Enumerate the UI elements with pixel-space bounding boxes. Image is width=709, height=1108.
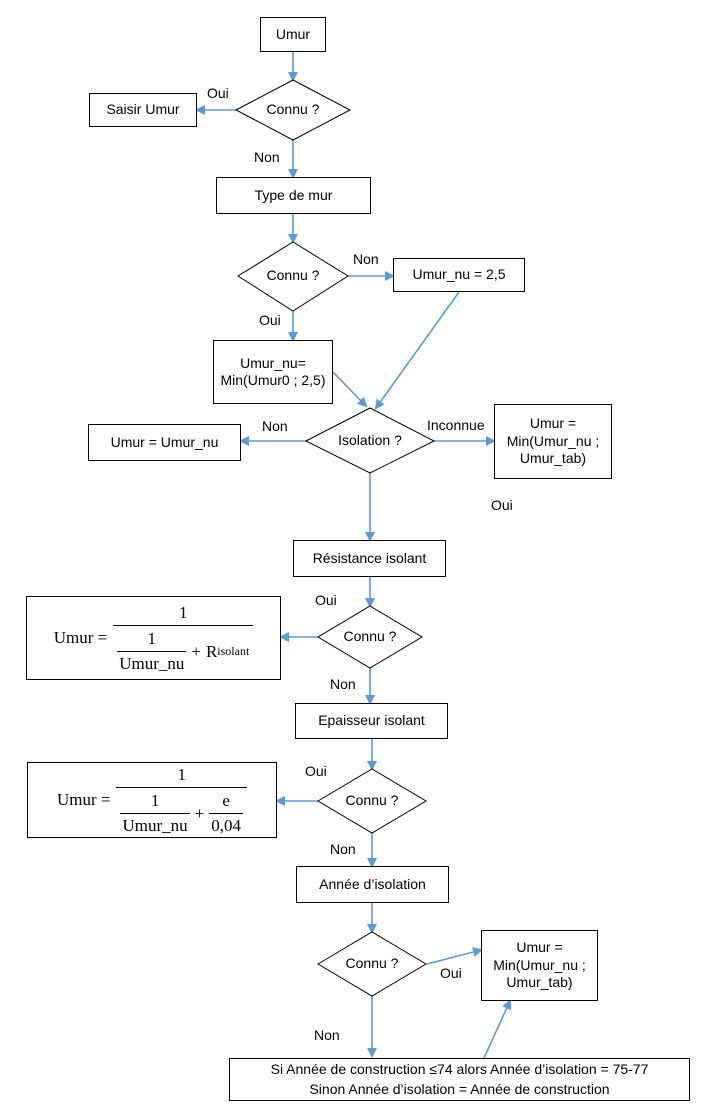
decision-q4-text: Connu ? — [345, 792, 399, 808]
formula2-denominator: 1 Umur_nu + e 0,04 — [116, 787, 247, 836]
saisir-umur-box: Saisir Umur — [89, 93, 197, 127]
formula2-e-den: 0,04 — [209, 812, 243, 836]
formula2-numerator: 1 — [177, 765, 186, 785]
resistance-isolant-text: Résistance isolant — [312, 549, 427, 566]
label-q4-oui: Oui — [305, 763, 327, 779]
resistance-isolant-box: Résistance isolant — [293, 540, 446, 577]
umur-nu-min-box: Umur_nu= Min(Umur0 ; 2,5) — [213, 340, 333, 404]
umur-nu-default-text: Umur_nu = 2,5 — [412, 266, 506, 283]
rule-box: Si Année de construction ≤74 alors Année… — [229, 1058, 690, 1101]
min-tab-b-line2: Min(Umur_nu ; — [493, 956, 586, 973]
formula1-r-sub: isolant — [217, 643, 250, 658]
formula1-inner-fraction: 1 Umur_nu — [117, 628, 187, 674]
arrow-default-to-isolation — [374, 291, 460, 410]
epaisseur-isolant-text: Epaisseur isolant — [318, 712, 425, 729]
label-q5-non: Non — [314, 1027, 340, 1043]
umur-eq-nu-box: Umur = Umur_nu — [88, 424, 241, 461]
min-tab-b-line1: Umur = — [516, 939, 563, 956]
formula2-e-num: e — [222, 791, 230, 811]
formula-epaisseur-box: Umur = 1 1 Umur_nu + e 0,04 — [27, 762, 277, 838]
decision-q4 — [317, 768, 427, 834]
label-q1-non: Non — [254, 149, 280, 165]
min-tab-b-line3: Umur_tab) — [506, 974, 573, 991]
arrow-q5-to-tab — [426, 947, 483, 965]
formula2-inner-den: Umur_nu — [120, 812, 190, 836]
rule-line2: Sinon Année d’isolation = Année de const… — [309, 1081, 610, 1097]
formula2-inner-num: 1 — [150, 791, 160, 811]
annee-isolation-box: Année d’isolation — [296, 866, 449, 903]
decision-q3-text: Connu ? — [343, 628, 397, 644]
formula2-e-fraction: e 0,04 — [209, 790, 243, 836]
min-tab-a-line1: Umur = — [529, 415, 577, 432]
umur-nu-default-box: Umur_nu = 2,5 — [393, 258, 525, 292]
decision-q2-text: Connu ? — [266, 267, 320, 283]
formula1-inner-den: Umur_nu — [117, 650, 187, 674]
label-q2-oui: Oui — [259, 312, 281, 328]
formula1-lhs: Umur = — [53, 628, 108, 648]
formula1-plus: + — [191, 641, 201, 661]
label-isolation-non: Non — [262, 418, 288, 434]
arrow-min-to-isolation — [332, 371, 368, 408]
decision-q3 — [317, 605, 423, 669]
epaisseur-isolant-box: Epaisseur isolant — [295, 703, 448, 739]
formula2-inner-fraction: 1 Umur_nu — [120, 790, 190, 836]
min-tab-a-line3: Umur_tab) — [519, 450, 587, 467]
min-tab-box-b: Umur = Min(Umur_nu ; Umur_tab) — [481, 930, 598, 1001]
saisir-umur-text: Saisir Umur — [106, 101, 180, 118]
annee-isolation-text: Année d’isolation — [319, 875, 426, 892]
decision-q1-text: Connu ? — [266, 101, 320, 117]
formula2-plus: + — [194, 803, 205, 823]
label-q5-oui: Oui — [440, 965, 462, 981]
arrow-rule-to-tab — [483, 999, 512, 1059]
start-text: Umur — [275, 25, 311, 42]
min-tab-box-a: Umur = Min(Umur_nu ; Umur_tab) — [494, 404, 612, 479]
formula1-numerator: 1 — [178, 603, 188, 623]
label-isolation-inconnue: Inconnue — [427, 417, 485, 433]
umur-nu-min-line1: Umur_nu= — [240, 354, 306, 371]
decision-q5 — [317, 931, 427, 997]
decision-isolation — [304, 407, 436, 474]
start-box: Umur — [260, 17, 326, 52]
decision-q1 — [234, 79, 352, 141]
formula1-inner-num: 1 — [147, 629, 157, 649]
formula1-r: R — [205, 641, 218, 661]
label-q3-non: Non — [330, 676, 356, 692]
type-de-mur-box: Type de mur — [216, 177, 371, 214]
rule-line1: Si Année de construction ≤74 alors Année… — [270, 1060, 649, 1077]
decision-q2 — [237, 241, 349, 312]
label-q4-non: Non — [330, 841, 356, 857]
formula2-fraction: 1 1 Umur_nu + e 0,04 — [116, 764, 247, 836]
umur-nu-min-line2: Min(Umur0 ; 2,5) — [220, 372, 326, 388]
formula2-lhs: Umur = — [56, 790, 111, 810]
label-isolation-oui: Oui — [491, 497, 513, 513]
type-de-mur-text: Type de mur — [254, 186, 333, 203]
umur-eq-nu-text: Umur = Umur_nu — [110, 433, 219, 450]
label-q2-non: Non — [353, 251, 379, 267]
decision-q5-text: Connu ? — [345, 955, 399, 971]
label-q1-oui: Oui — [207, 85, 229, 101]
label-q3-oui: Oui — [315, 592, 337, 608]
min-tab-a-line2: Min(Umur_nu ; — [506, 432, 600, 449]
decision-isolation-text: Isolation ? — [338, 432, 402, 448]
